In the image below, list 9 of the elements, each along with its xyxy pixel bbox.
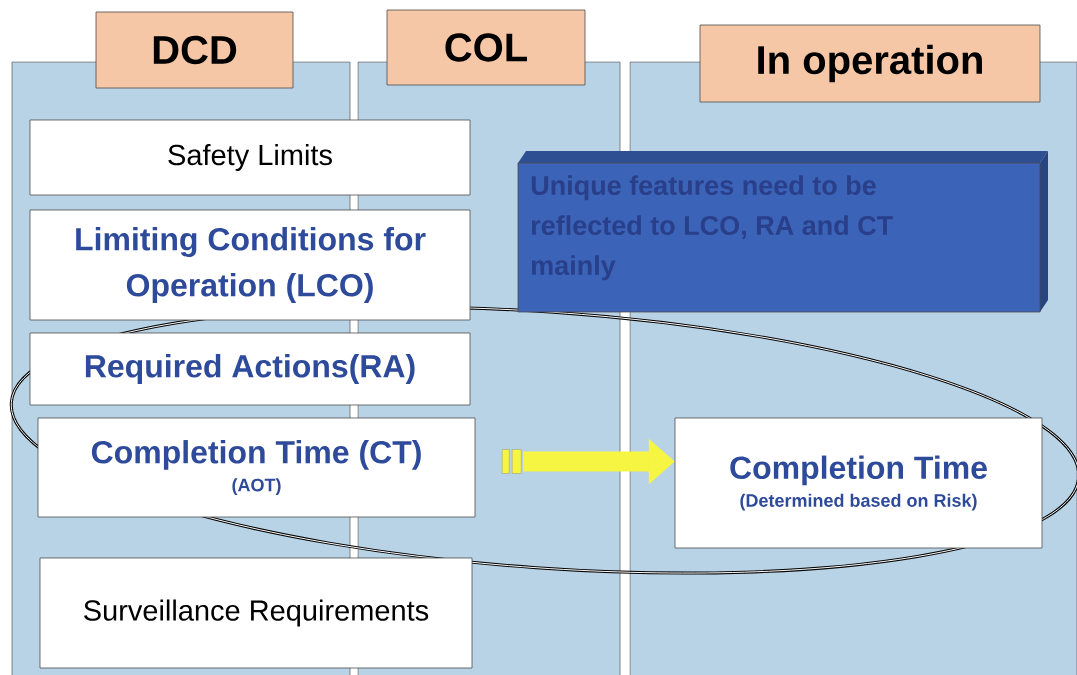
text-box: Limiting Conditions for Operation (LCO)	[29, 209, 471, 321]
text-box: Surveillance Requirements	[39, 557, 473, 669]
column-header: COL	[386, 9, 586, 86]
text-box: Completion Time (Determined based on Risk)	[674, 417, 1043, 549]
text-box: Safety Limits	[29, 119, 471, 196]
text-box: Required Actions(RA)	[29, 332, 471, 406]
text-box: Completion Time (CT) (AOT)	[37, 417, 476, 518]
column-header: DCD	[95, 11, 294, 89]
column-header: In operation	[699, 24, 1041, 103]
